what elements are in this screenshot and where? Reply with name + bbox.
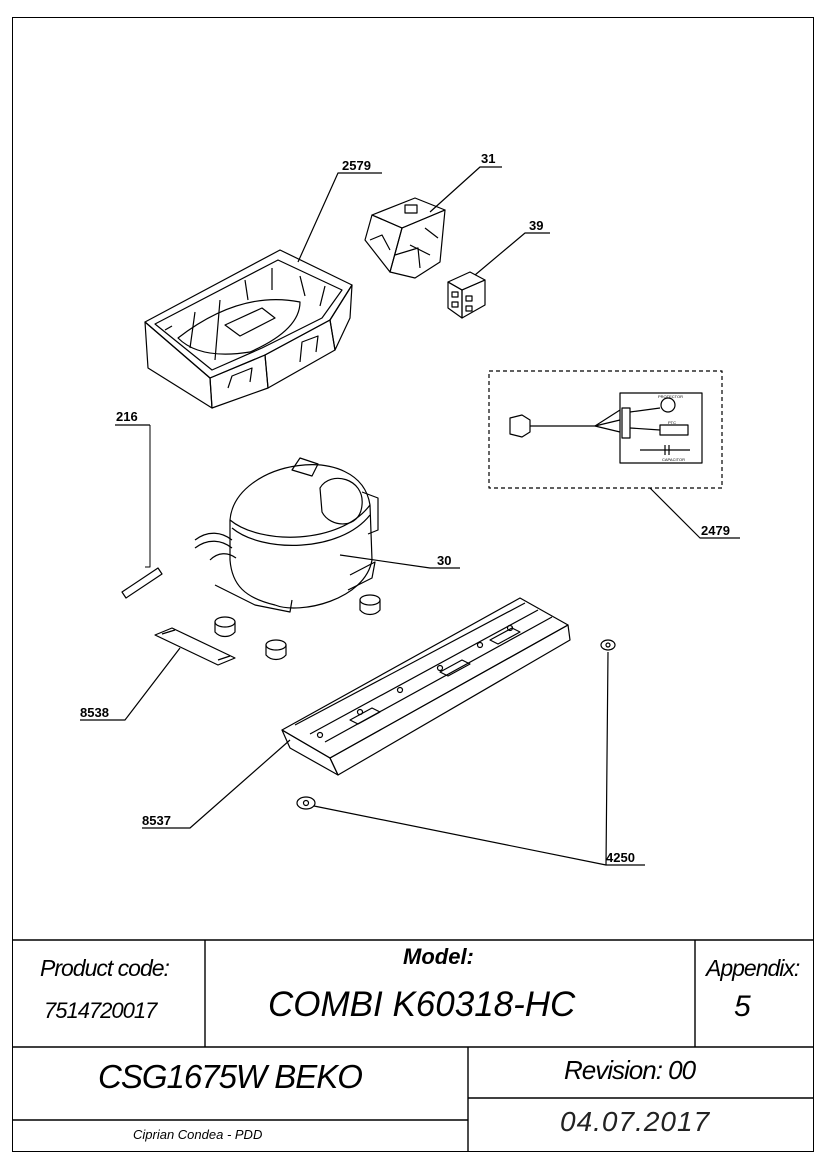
callout-8538: 8538 bbox=[80, 705, 109, 720]
part-31-relay-cover bbox=[364, 197, 446, 279]
leader-8538 bbox=[80, 647, 181, 721]
revision: Revision: 00 bbox=[564, 1055, 696, 1085]
product-code-value: 7514720017 bbox=[44, 998, 157, 1023]
leader-31 bbox=[429, 166, 502, 213]
author: Ciprian Condea - PDD bbox=[133, 1127, 263, 1142]
part-2479-wiring-harness bbox=[488, 370, 723, 489]
callout-2579: 2579 bbox=[342, 158, 371, 173]
callout-30: 30 bbox=[437, 553, 451, 568]
leader-4250-a bbox=[605, 651, 645, 866]
product-code-label: Product code: bbox=[40, 955, 170, 981]
wiring-label-protector: PROTECTOR bbox=[658, 394, 683, 399]
leader-2579 bbox=[297, 172, 382, 263]
part-2579-tray bbox=[144, 249, 353, 409]
wiring-label-ptc: PTC bbox=[668, 420, 676, 425]
callout-39: 39 bbox=[529, 218, 543, 233]
part-8537-base-rails bbox=[281, 597, 571, 776]
leader-2479 bbox=[649, 487, 740, 539]
drawing-sheet-border bbox=[12, 17, 814, 1152]
callout-4250: 4250 bbox=[606, 850, 635, 865]
leader-30 bbox=[339, 554, 460, 569]
appendix-value: 5 bbox=[734, 990, 751, 1023]
callout-216: 216 bbox=[116, 409, 138, 424]
callout-31: 31 bbox=[481, 151, 495, 166]
leader-39 bbox=[474, 232, 550, 276]
model-value: COMBI K60318-HC bbox=[268, 985, 576, 1024]
drawing-name: CSG1675W BEKO bbox=[98, 1058, 363, 1095]
callout-2479: 2479 bbox=[701, 523, 730, 538]
part-30-compressor bbox=[194, 457, 381, 661]
leader-4250-b bbox=[313, 805, 607, 866]
part-216-process-tube bbox=[115, 424, 163, 599]
part-8538-strap bbox=[154, 627, 236, 666]
leader-8537 bbox=[142, 739, 291, 829]
model-label: Model: bbox=[403, 944, 474, 969]
wiring-label-capacitor: CAPACITOR bbox=[662, 457, 685, 462]
title-block-grid bbox=[12, 939, 814, 1152]
date: 04.07.2017 bbox=[560, 1106, 711, 1137]
part-4250-grommets bbox=[296, 639, 616, 810]
callout-8537: 8537 bbox=[142, 813, 171, 828]
part-39-relay bbox=[447, 271, 486, 319]
appendix-label: Appendix: bbox=[706, 955, 800, 981]
